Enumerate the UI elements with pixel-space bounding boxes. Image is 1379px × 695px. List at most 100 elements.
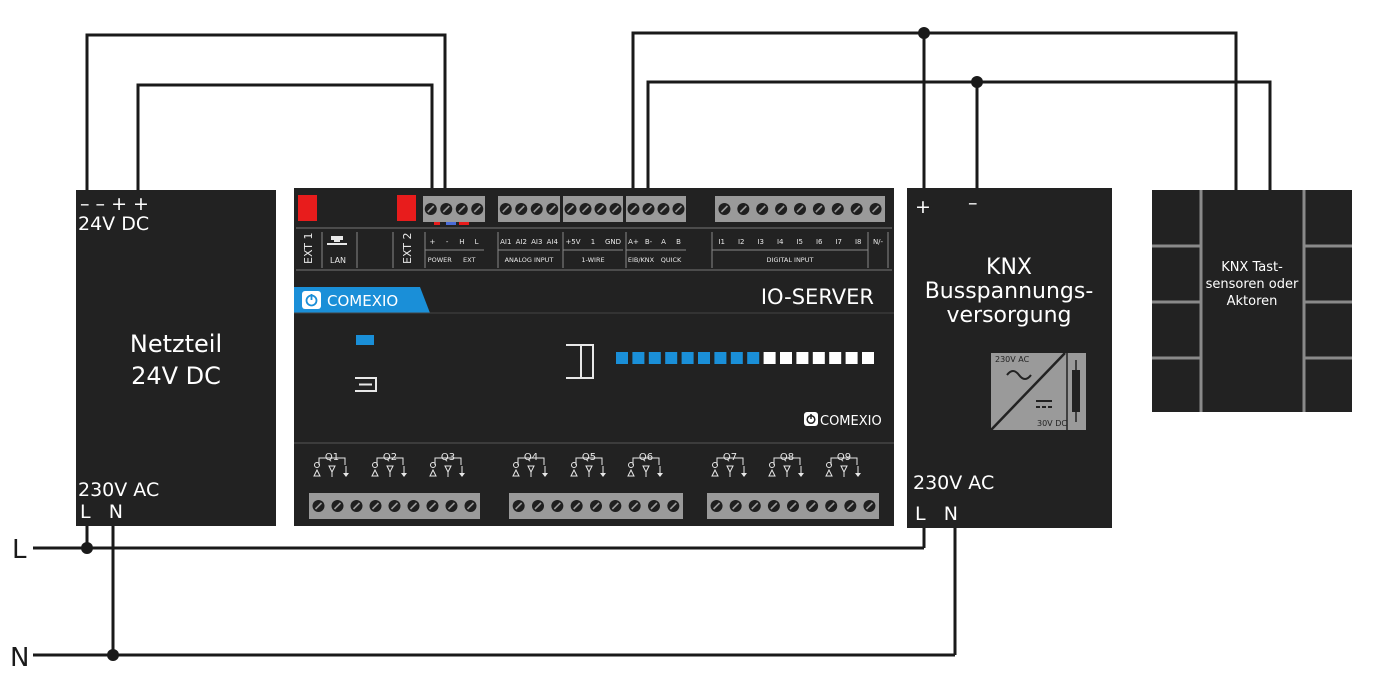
led-segment — [681, 352, 694, 364]
mains-l-label: L — [12, 535, 27, 565]
wire-dc-minus — [85, 33, 447, 195]
relay-output: Q3 — [429, 452, 465, 477]
pin-label: +5V — [565, 238, 580, 246]
knx-plus-label: + — [915, 196, 931, 218]
model-name: IO-SERVER — [761, 285, 874, 309]
screw-slot — [644, 205, 653, 213]
knx-psu-ac-terminals: L N — [915, 503, 958, 525]
screw-slot — [442, 205, 450, 213]
screw-slot — [796, 205, 804, 213]
pin-label: I7 — [835, 238, 842, 246]
pin-label: N/- — [873, 238, 884, 246]
brand-band — [294, 287, 430, 313]
ext2-connector — [397, 195, 416, 221]
pin-label: AI4 — [547, 238, 559, 246]
led-segment — [829, 352, 842, 364]
pin-label: A+ — [628, 238, 639, 246]
output-terminal-icon — [372, 462, 378, 468]
psu-dc-label: 24V DC — [78, 213, 149, 235]
screw-slot — [596, 205, 605, 213]
mains-n-label: N — [10, 643, 29, 673]
wires — [33, 27, 1272, 661]
led-segment — [862, 352, 874, 364]
psu-dc-polarity: – – + + — [80, 193, 149, 215]
switch-icon — [840, 465, 848, 474]
screw-slot — [770, 502, 778, 510]
brand-name: COMEXIO — [327, 292, 398, 310]
top-terminal-blocks — [423, 196, 885, 222]
junction-dot — [107, 649, 119, 661]
knx-device: KNX Tast- sensoren oder Aktoren — [1152, 190, 1352, 412]
led-segment — [648, 352, 661, 364]
knx-psu-name-line3: versorgung — [947, 303, 1072, 328]
switch-icon — [444, 465, 452, 474]
output-terminal-icon — [430, 462, 436, 468]
wire-dc-plus — [136, 83, 434, 195]
switch-icon — [527, 465, 535, 474]
led-segment — [665, 352, 678, 364]
screw-slot — [466, 502, 475, 510]
screw-slot — [659, 205, 668, 213]
knx-device-line1: KNX Tast- — [1221, 260, 1283, 275]
screw-slot — [853, 205, 861, 213]
psu-box — [76, 190, 276, 526]
pin-label: GND — [605, 238, 621, 246]
output-terminal-icon — [712, 462, 718, 468]
screw-slot — [314, 502, 323, 510]
bottom-terminal-blocks — [309, 493, 879, 519]
switch-icon — [726, 465, 734, 474]
led-segment — [730, 352, 743, 364]
screw-slot — [789, 502, 797, 510]
relay-output: Q7 — [711, 452, 747, 477]
screw-slot — [592, 502, 600, 510]
psu-name-line2: 24V DC — [131, 362, 221, 390]
screw-slot — [548, 205, 556, 213]
screw-slot — [758, 205, 766, 213]
switch-icon — [783, 465, 791, 474]
psu-ac-terminals: L N — [80, 501, 123, 523]
screw-slot — [517, 205, 525, 213]
screw-slot — [352, 502, 361, 510]
pin-label: AI3 — [531, 238, 542, 246]
screw-slot — [581, 205, 590, 213]
led-segment — [845, 352, 858, 364]
screw-slot — [390, 502, 399, 510]
status-led — [356, 335, 374, 345]
relay-output: Q4 — [512, 452, 548, 477]
led-segment — [616, 352, 628, 364]
screw-slot — [409, 502, 418, 510]
group-label: EIB/KNX — [628, 256, 655, 264]
menu-icon — [355, 377, 377, 392]
relay-output: Q2 — [371, 452, 407, 477]
switch-icon — [386, 465, 394, 474]
screw-slot — [674, 205, 683, 213]
psu-24v: – – + + 24V DC Netzteil 24V DC 230V AC L… — [76, 190, 276, 526]
knx-device-line2: sensoren oder — [1206, 277, 1299, 292]
screw-slot — [473, 205, 481, 213]
comexio-logo-icon — [804, 412, 818, 426]
screw-slot — [827, 502, 835, 510]
screw-slot — [534, 502, 542, 510]
led-bar — [616, 352, 874, 364]
pin-label: - — [446, 238, 449, 246]
knx-bus-psu: + – KNX Busspannungs- versorgung 230V AC… — [907, 188, 1112, 528]
screw-slot — [712, 502, 721, 510]
power-logo-icon — [302, 291, 321, 309]
led-segment — [747, 352, 760, 364]
screw-slot — [871, 205, 880, 213]
wire-knx-plus — [631, 31, 1238, 195]
group-label: POWER — [428, 256, 453, 264]
pin-label: I2 — [738, 238, 745, 246]
pin-label: AI1 — [500, 238, 511, 246]
screw-slot — [777, 205, 785, 213]
converter-in-label: 230V AC — [995, 355, 1030, 364]
output-terminal-icon — [769, 462, 775, 468]
converter-icon — [990, 352, 1086, 431]
relay-output: Q9 — [825, 452, 861, 477]
screw-slot — [732, 502, 740, 510]
screw-slot — [650, 502, 658, 510]
led-segment — [796, 352, 809, 364]
relay-output: Q1 — [313, 452, 349, 477]
